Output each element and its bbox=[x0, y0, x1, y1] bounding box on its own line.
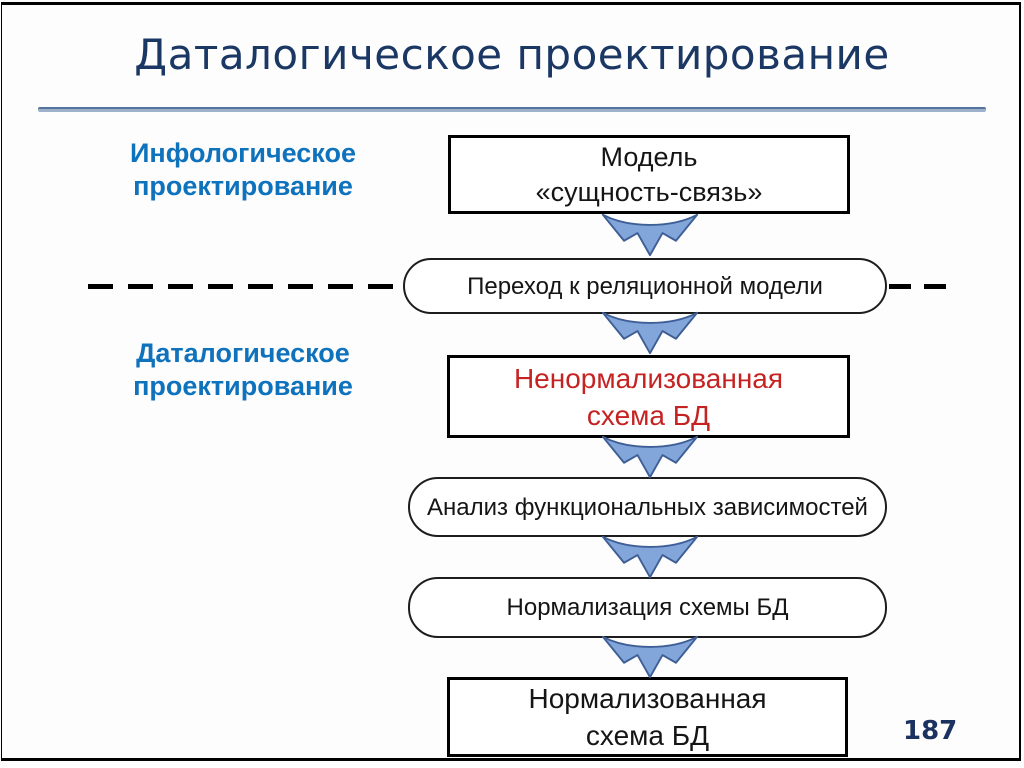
down-arrow-icon bbox=[601, 535, 699, 579]
slide-title: Даталогическое проектирование bbox=[134, 30, 890, 79]
down-arrow-shape bbox=[601, 435, 699, 479]
node-text-line: Нормализация схемы БД bbox=[506, 594, 789, 621]
flow-node-functional-dependency-analysis: Анализ функциональных зависимостей bbox=[408, 477, 887, 537]
down-arrow-icon bbox=[601, 213, 699, 257]
phase-label-line: Инфологическое bbox=[130, 138, 356, 168]
phase-label-line: проектирование bbox=[133, 371, 353, 401]
down-arrow-shape bbox=[601, 535, 699, 579]
flow-node-entity-relationship-model: Модель «сущность-связь» bbox=[448, 135, 850, 214]
phase-label-line: Даталогическое bbox=[136, 338, 350, 368]
down-arrow-shape bbox=[601, 635, 699, 679]
node-text-line: Нормализованная bbox=[528, 683, 767, 714]
phase-divider-dashed-line-right bbox=[889, 284, 947, 289]
phase-label-datalogical: Даталогическое проектирование bbox=[98, 337, 388, 403]
down-arrow-icon bbox=[601, 435, 699, 479]
node-text-line: «сущность-связь» bbox=[535, 176, 763, 207]
flow-node-db-schema-normalization: Нормализация схемы БД bbox=[408, 577, 887, 638]
phase-divider-dashed-line-left bbox=[88, 284, 405, 289]
flow-node-transition-to-relational-model: Переход к реляционной модели bbox=[403, 258, 887, 314]
down-arrow-icon bbox=[601, 635, 699, 679]
page-number: 187 bbox=[903, 716, 958, 746]
node-text-line: Анализ функциональных зависимостей bbox=[427, 493, 868, 521]
node-text-line: схема БД bbox=[585, 720, 710, 751]
down-arrow-shape bbox=[601, 311, 699, 355]
node-text-line: Переход к реляционной модели bbox=[467, 272, 823, 300]
phase-label-infological: Инфологическое проектирование bbox=[98, 137, 388, 203]
flow-node-normalized-db-schema: Нормализованная схема БД bbox=[447, 677, 848, 757]
node-text-line: Модель bbox=[600, 141, 698, 172]
node-text-line: схема БД bbox=[586, 399, 711, 431]
title-underline-rule bbox=[38, 107, 986, 112]
flow-node-unnormalized-db-schema: Ненормализованная схема БД bbox=[447, 355, 850, 438]
phase-label-line: проектирование bbox=[133, 171, 353, 201]
down-arrow-shape bbox=[601, 213, 699, 257]
node-text-line: Ненормализованная bbox=[513, 362, 784, 394]
down-arrow-icon bbox=[601, 311, 699, 355]
